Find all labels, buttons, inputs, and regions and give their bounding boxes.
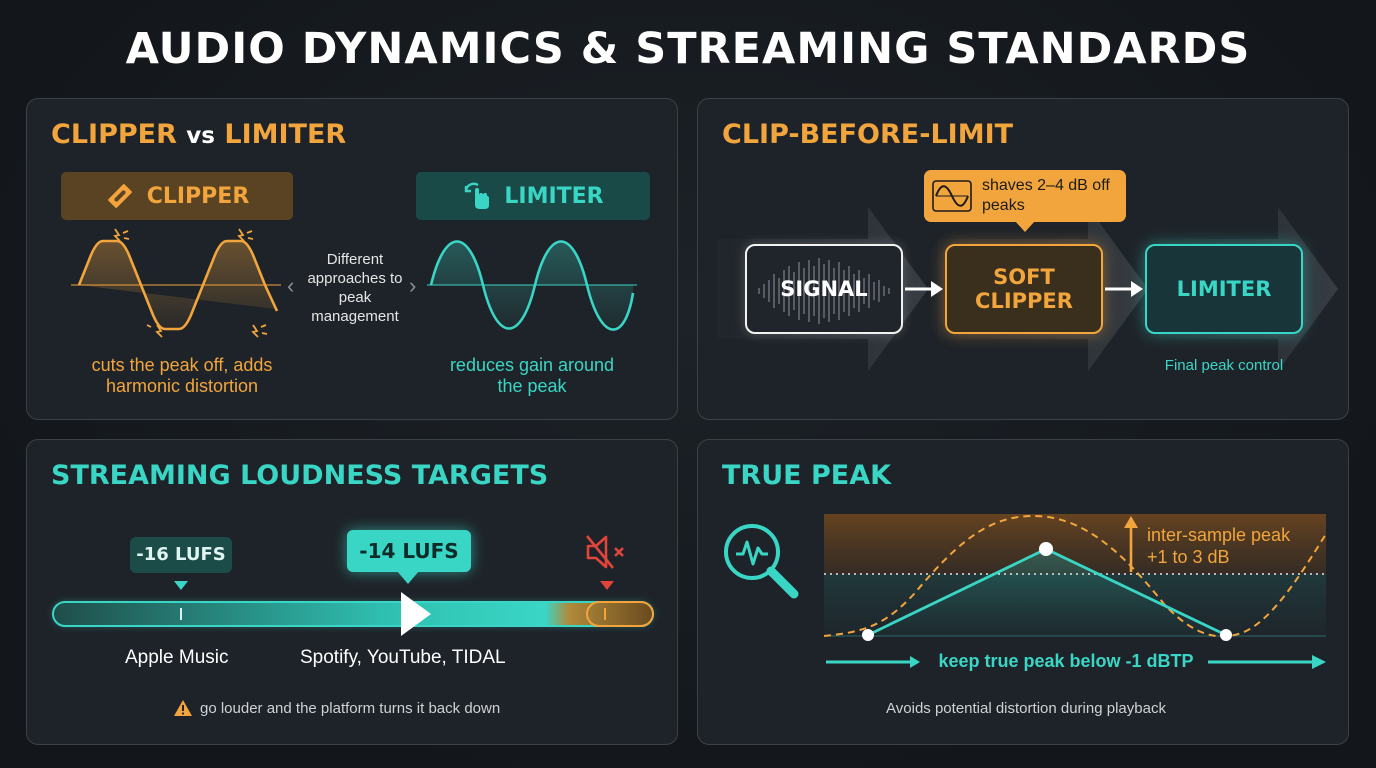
soft-clipper-box: SOFT CLIPPER — [945, 244, 1103, 334]
middle-note: Different approaches to peak management — [307, 251, 403, 325]
true-peak-footer: Avoids potential distortion during playb… — [886, 700, 1166, 717]
true-peak-rule: keep true peak below -1 dBTP — [938, 651, 1194, 671]
panel-title: TRUE PEAK — [722, 460, 892, 491]
clipper-caption: cuts the peak off, adds harmonic distort… — [91, 355, 273, 396]
clipper-tag-label: CLIPPER — [146, 183, 250, 209]
isp-label-line2: +1 to 3 dB — [1147, 547, 1230, 567]
marker-triangle — [600, 581, 614, 590]
isp-label-line1: inter-sample peak — [1147, 525, 1291, 545]
flow-arrow-right-icon — [905, 281, 943, 297]
limiter-tag: LIMITER — [416, 172, 650, 220]
magnifier-waveform-icon — [724, 524, 799, 599]
true-peak-panel: TRUE PEAK — [697, 439, 1349, 745]
target-badge-apple: -16 LUFS — [130, 537, 232, 573]
chevron-right-icon: › — [409, 273, 417, 298]
warning-text: go louder and the platform turns it back… — [200, 700, 501, 717]
title-vs-word: vs — [186, 123, 215, 149]
clip-before-limit-panel: CLIP-BEFORE-LIMIT shaves 2–4 dB off peak… — [697, 98, 1349, 420]
sine-wave-graphic — [427, 240, 637, 331]
sine-wave-icon — [932, 180, 972, 212]
title-limiter-word: LIMITER — [224, 119, 347, 150]
limiter-box-label: LIMITER — [1176, 277, 1272, 301]
platform-spotify: Spotify, YouTube, TIDAL — [300, 647, 506, 668]
page-title: AUDIO DYNAMICS & STREAMING STANDARDS — [125, 24, 1251, 74]
clipper-tag: CLIPPER — [61, 172, 293, 220]
callout-pointer — [1015, 221, 1035, 232]
limiter-caption: reduces gain around the peak — [449, 355, 615, 396]
mute-speaker-icon — [585, 535, 624, 569]
warning-triangle-icon — [174, 700, 192, 716]
marker-triangle — [174, 581, 188, 590]
signal-box: SIGNAL — [745, 244, 903, 334]
clipper-vs-limiter-panel: CLIPPER vs LIMITER CLIPPER LIMITER — [26, 98, 678, 420]
limiter-box: LIMITER — [1145, 244, 1303, 334]
razor-blade-icon — [105, 181, 135, 211]
limiter-tag-label: LIMITER — [504, 183, 604, 209]
limiter-note: Final peak control — [1164, 357, 1284, 374]
panel-title: STREAMING LOUDNESS TARGETS — [51, 460, 549, 491]
clipped-wave-graphic — [71, 228, 281, 338]
panel-title: CLIP-BEFORE-LIMIT — [722, 119, 1014, 150]
hand-press-icon — [462, 181, 492, 211]
flow-arrow-right-icon — [1105, 281, 1143, 297]
shave-callout: shaves 2–4 dB off peaks — [924, 170, 1126, 222]
loudness-bar — [52, 592, 654, 636]
spark-icon — [113, 228, 268, 338]
audio-waveform-graphic — [758, 258, 890, 324]
chevron-left-icon: ‹ — [287, 273, 295, 298]
target-badge-spotify: -14 LUFS — [347, 530, 471, 572]
rule-arrow — [826, 655, 1326, 669]
platform-apple: Apple Music — [125, 647, 229, 668]
signal-label: SIGNAL — [780, 277, 868, 301]
play-marker-icon — [401, 592, 431, 636]
isp-label: inter-sample peak +1 to 3 dB — [1147, 524, 1290, 568]
soft-clipper-label: SOFT CLIPPER — [975, 265, 1073, 313]
callout-pointer — [397, 571, 419, 584]
true-peak-graph — [823, 514, 1327, 641]
title-clipper-word: CLIPPER — [51, 119, 177, 150]
callout-text: shaves 2–4 dB off peaks — [982, 177, 1110, 214]
panel-title: CLIPPER vs LIMITER — [51, 119, 346, 150]
loudness-targets-panel: STREAMING LOUDNESS TARGETS -16 LUFS -14 … — [26, 439, 678, 745]
